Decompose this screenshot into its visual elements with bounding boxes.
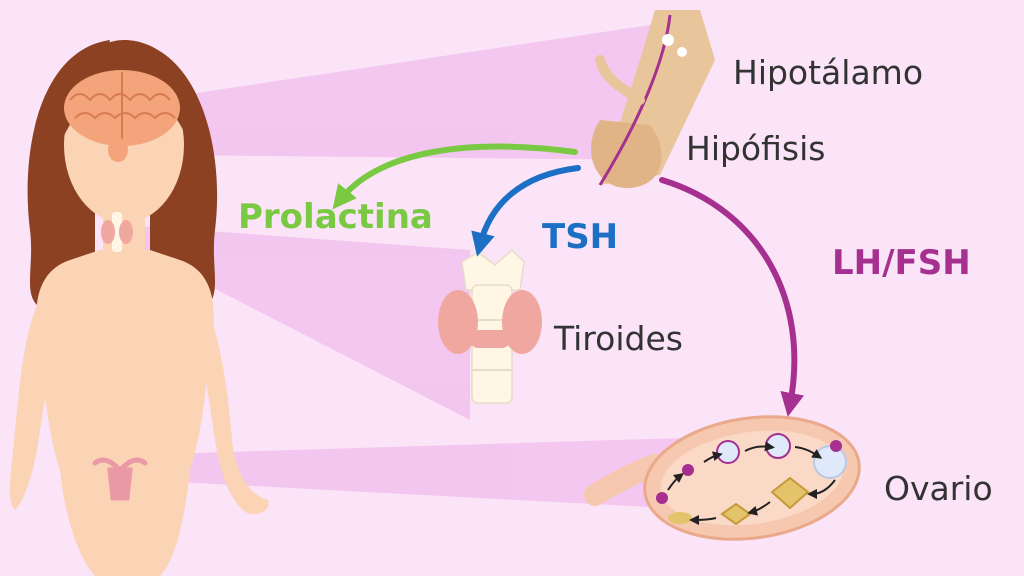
body-thyroid-icon [101,212,133,252]
left-arm [9,290,60,510]
hormone-tsh: TSH [542,217,619,257]
brain-icon [64,70,180,162]
prolactin-arrow [332,143,578,210]
label-thyroid: Tiroides [554,319,683,358]
thyroid-gland-icon [438,248,542,404]
body [36,250,214,576]
uterus-icon [92,457,148,501]
beam-brain [150,25,660,160]
female-body-icon [9,40,269,576]
hormone-prolactin: Prolactina [238,197,433,237]
hair-bangs [61,40,189,140]
ovary-icon [584,415,861,541]
beam-uterus [130,435,800,515]
label-ovary: Ovario [884,469,993,508]
right-arm [190,290,269,515]
tsh-arrow [471,165,581,257]
lh-fsh-arrow [659,177,805,417]
pituitary-gland-icon [591,10,715,189]
hormone-lh-fsh: LH/FSH [832,243,971,283]
label-pituitary: Hipófisis [686,129,826,168]
label-hypothalamus: Hipotálamo [733,53,924,92]
